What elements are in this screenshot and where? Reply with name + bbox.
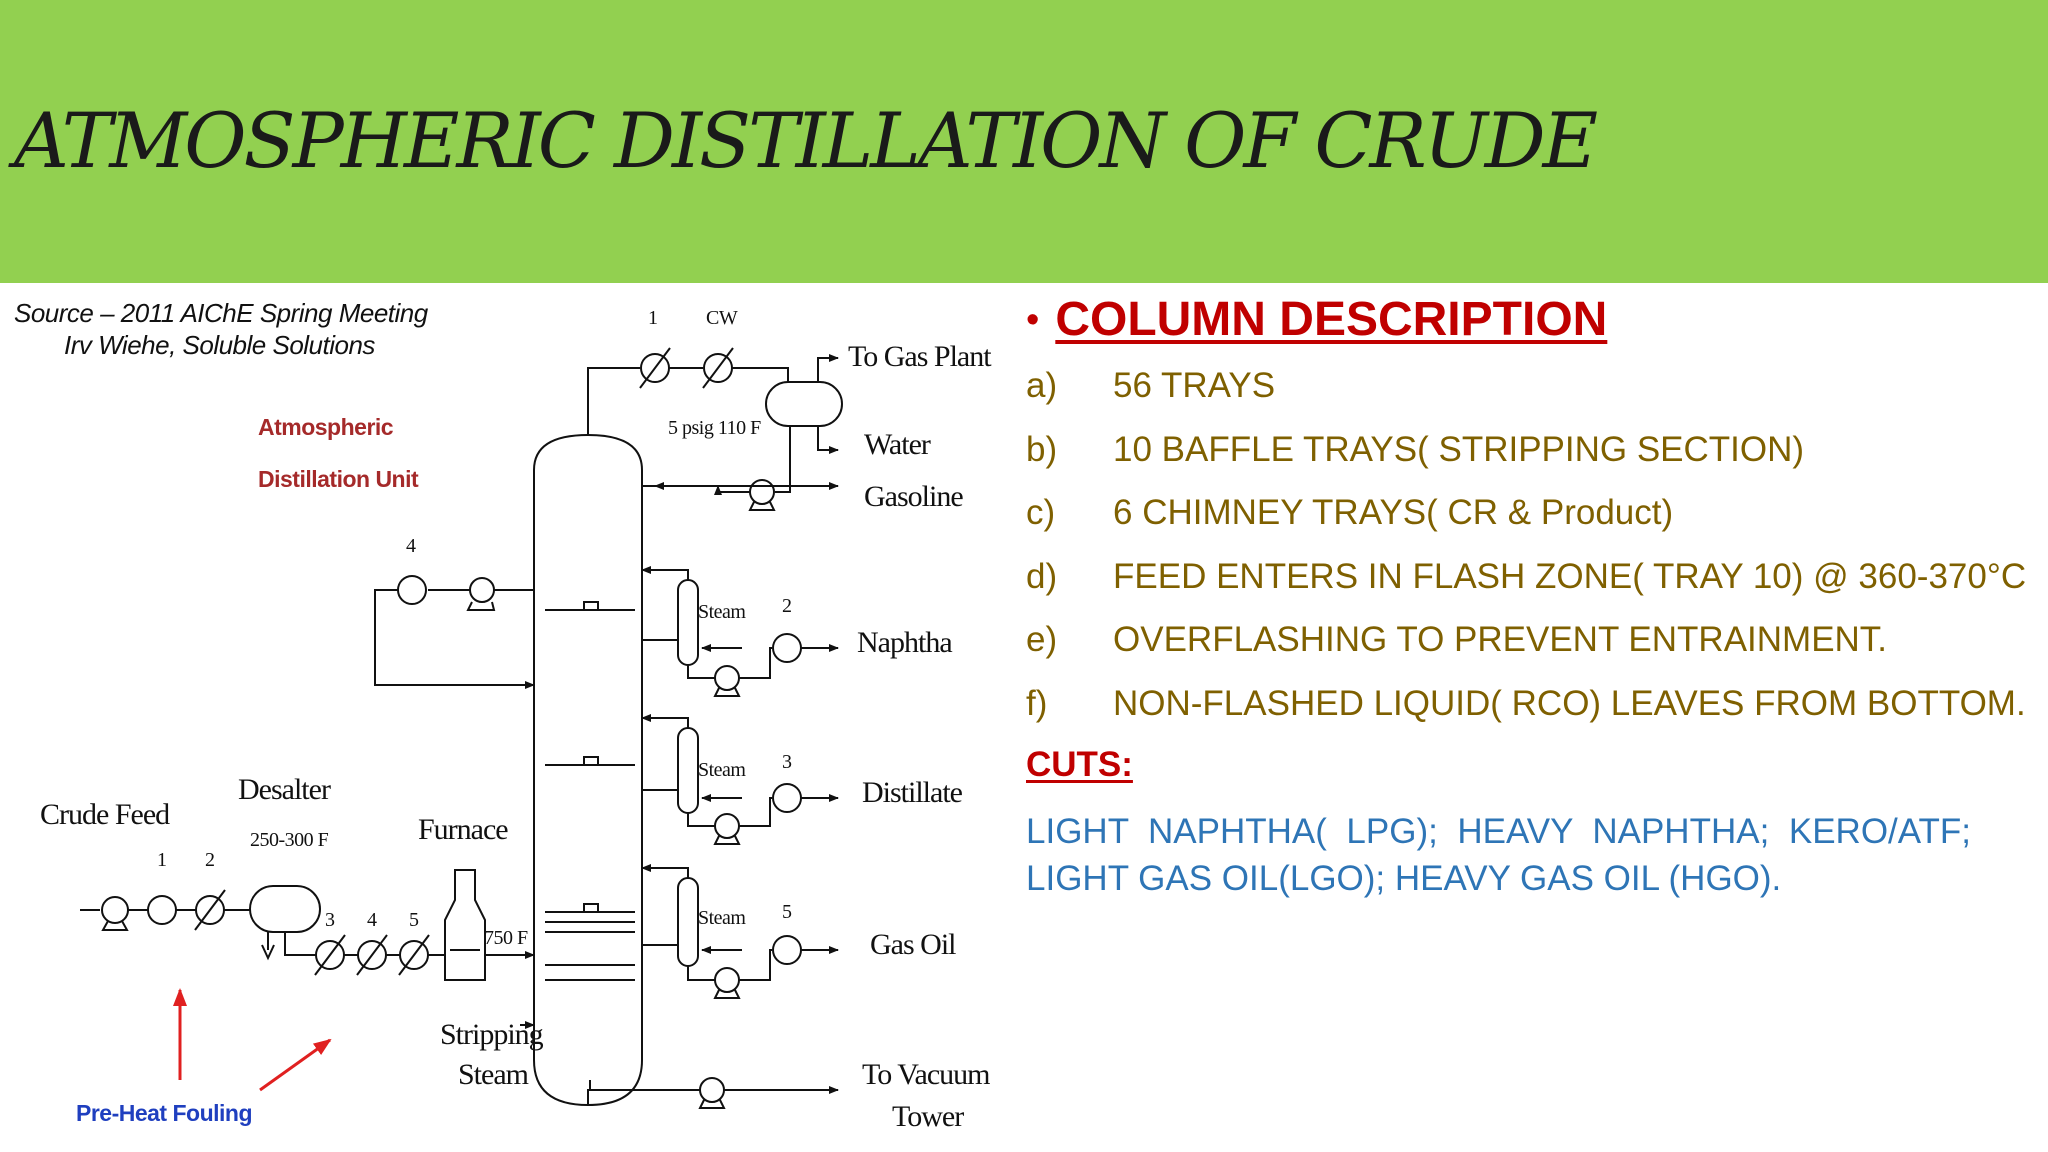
fouling-arrow-right (259, 1038, 332, 1092)
naphtha-exchanger-2 (772, 633, 802, 663)
furnace-temp-label: 750 F (484, 927, 528, 949)
product-gasoline: Gasoline (864, 480, 964, 513)
product-vacuum-line-2: Tower (892, 1100, 964, 1133)
distillate-stripper (677, 727, 699, 814)
reflux-pump (749, 479, 775, 505)
exchanger-number-feed-1: 1 (157, 849, 167, 871)
list-marker: f) (1026, 683, 1048, 723)
desalter-temp-label: 250-300 F (250, 829, 329, 851)
stripping-steam-label-2: Steam (458, 1058, 529, 1091)
list-marker: d) (1026, 556, 1058, 596)
stripping-steam-label-1: Stripping (440, 1018, 544, 1051)
crude-feed-pump (101, 896, 129, 924)
product-naphtha: Naphtha (857, 626, 953, 659)
overhead-drum (765, 381, 843, 427)
list-marker: a) (1026, 366, 1058, 406)
feed-exchanger-1 (147, 895, 177, 925)
desalter-label: Desalter (238, 773, 331, 806)
exchanger-number-pumparound: 4 (406, 535, 416, 557)
pumparound-exchanger-4 (397, 575, 427, 605)
unit-label-line-2: Distillation Unit (258, 466, 419, 492)
exchanger-number-gas-oil: 5 (782, 901, 792, 923)
process-flow-diagram: Source – 2011 AIChE Spring Meeting Irv W… (0, 290, 1000, 1152)
title-banner: ATMOSPHERIC DISTILLATION OF CRUDE (0, 0, 2048, 283)
list-text: OVERFLASHING TO PREVENT ENTRAINMENT. (1113, 620, 1888, 660)
product-water: Water (864, 428, 931, 461)
cuts-text: LIGHT NAPHTHA( LPG); HEAVY NAPHTHA; KERO… (1026, 812, 1971, 899)
column-description-heading: COLUMN DESCRIPTION (1055, 293, 1608, 346)
cw-label: CW (706, 307, 738, 329)
naphtha-stripper (677, 579, 699, 666)
column-description-panel: • COLUMN DESCRIPTION a) 56 TRAYS b) 10 B… (1026, 292, 2036, 903)
drum-condition-label: 5 psig 110 F (668, 417, 761, 439)
product-vacuum-line-1: To Vacuum (862, 1058, 990, 1091)
gas-oil-exchanger-5 (772, 935, 802, 965)
exchanger-number-naphtha: 2 (782, 595, 792, 617)
bullet-icon: • (1026, 298, 1040, 341)
product-distillate: Distillate (862, 776, 963, 809)
exchanger-number-feed-2: 2 (205, 849, 215, 871)
list-text: 6 CHIMNEY TRAYS( CR & Product) (1113, 493, 1674, 533)
diagram-drawing (80, 347, 843, 1109)
distillate-steam-label: Steam (698, 759, 746, 781)
gas-oil-stripper (677, 877, 699, 967)
unit-label-line-1: Atmospheric (258, 414, 394, 440)
exchanger-number-distillate: 3 (782, 751, 792, 773)
list-text: FEED ENTERS IN FLASH ZONE( TRAY 10) @ 36… (1113, 556, 2027, 596)
gas-oil-steam-label: Steam (698, 907, 746, 929)
list-text: 56 TRAYS (1113, 366, 1276, 406)
list-item: d) FEED ENTERS IN FLASH ZONE( TRAY 10) @… (1026, 554, 2036, 600)
naphtha-steam-label: Steam (698, 601, 746, 623)
list-item: c) 6 CHIMNEY TRAYS( CR & Product) (1026, 490, 2036, 536)
list-item: a) 56 TRAYS (1026, 363, 2036, 409)
product-gas-plant: To Gas Plant (848, 340, 992, 373)
bottoms-pump (699, 1077, 725, 1103)
source-line-2: Irv Wiehe, Soluble Solutions (64, 330, 375, 360)
cuts-heading: CUTS: (1026, 745, 1133, 785)
source-line-1: Source – 2011 AIChE Spring Meeting (14, 298, 428, 328)
list-item: e) OVERFLASHING TO PREVENT ENTRAINMENT. (1026, 617, 2036, 663)
list-text: 10 BAFFLE TRAYS( STRIPPING SECTION) (1113, 429, 1805, 469)
desalter-vessel (249, 885, 321, 933)
furnace-label: Furnace (418, 813, 509, 846)
list-marker: e) (1026, 620, 1058, 660)
exchanger-number-feed-4: 4 (367, 909, 377, 931)
exchanger-number-feed-3: 3 (325, 909, 335, 931)
pumparound-pump (469, 577, 495, 603)
distillate-exchanger-3 (772, 783, 802, 813)
list-marker: c) (1026, 493, 1056, 533)
exchanger-number-feed-5: 5 (409, 909, 419, 931)
distillation-column (533, 433, 643, 1107)
description-list: a) 56 TRAYS b) 10 BAFFLE TRAYS( STRIPPIN… (1026, 363, 2036, 726)
furnace (444, 869, 486, 981)
pre-heat-fouling-label: Pre-Heat Fouling (76, 1100, 253, 1126)
crude-feed-label: Crude Feed (40, 798, 170, 831)
list-item: b) 10 BAFFLE TRAYS( STRIPPING SECTION) (1026, 427, 2036, 473)
list-item: f) NON-FLASHED LIQUID( RCO) LEAVES FROM … (1026, 681, 2036, 727)
exchanger-number-top: 1 (648, 307, 658, 329)
list-text: NON-FLASHED LIQUID( RCO) LEAVES FROM BOT… (1113, 683, 2026, 723)
slide-title: ATMOSPHERIC DISTILLATION OF CRUDE (14, 96, 1598, 185)
product-gas-oil: Gas Oil (870, 928, 956, 961)
column-description-heading-row: • COLUMN DESCRIPTION (1026, 292, 2036, 347)
list-marker: b) (1026, 429, 1058, 469)
